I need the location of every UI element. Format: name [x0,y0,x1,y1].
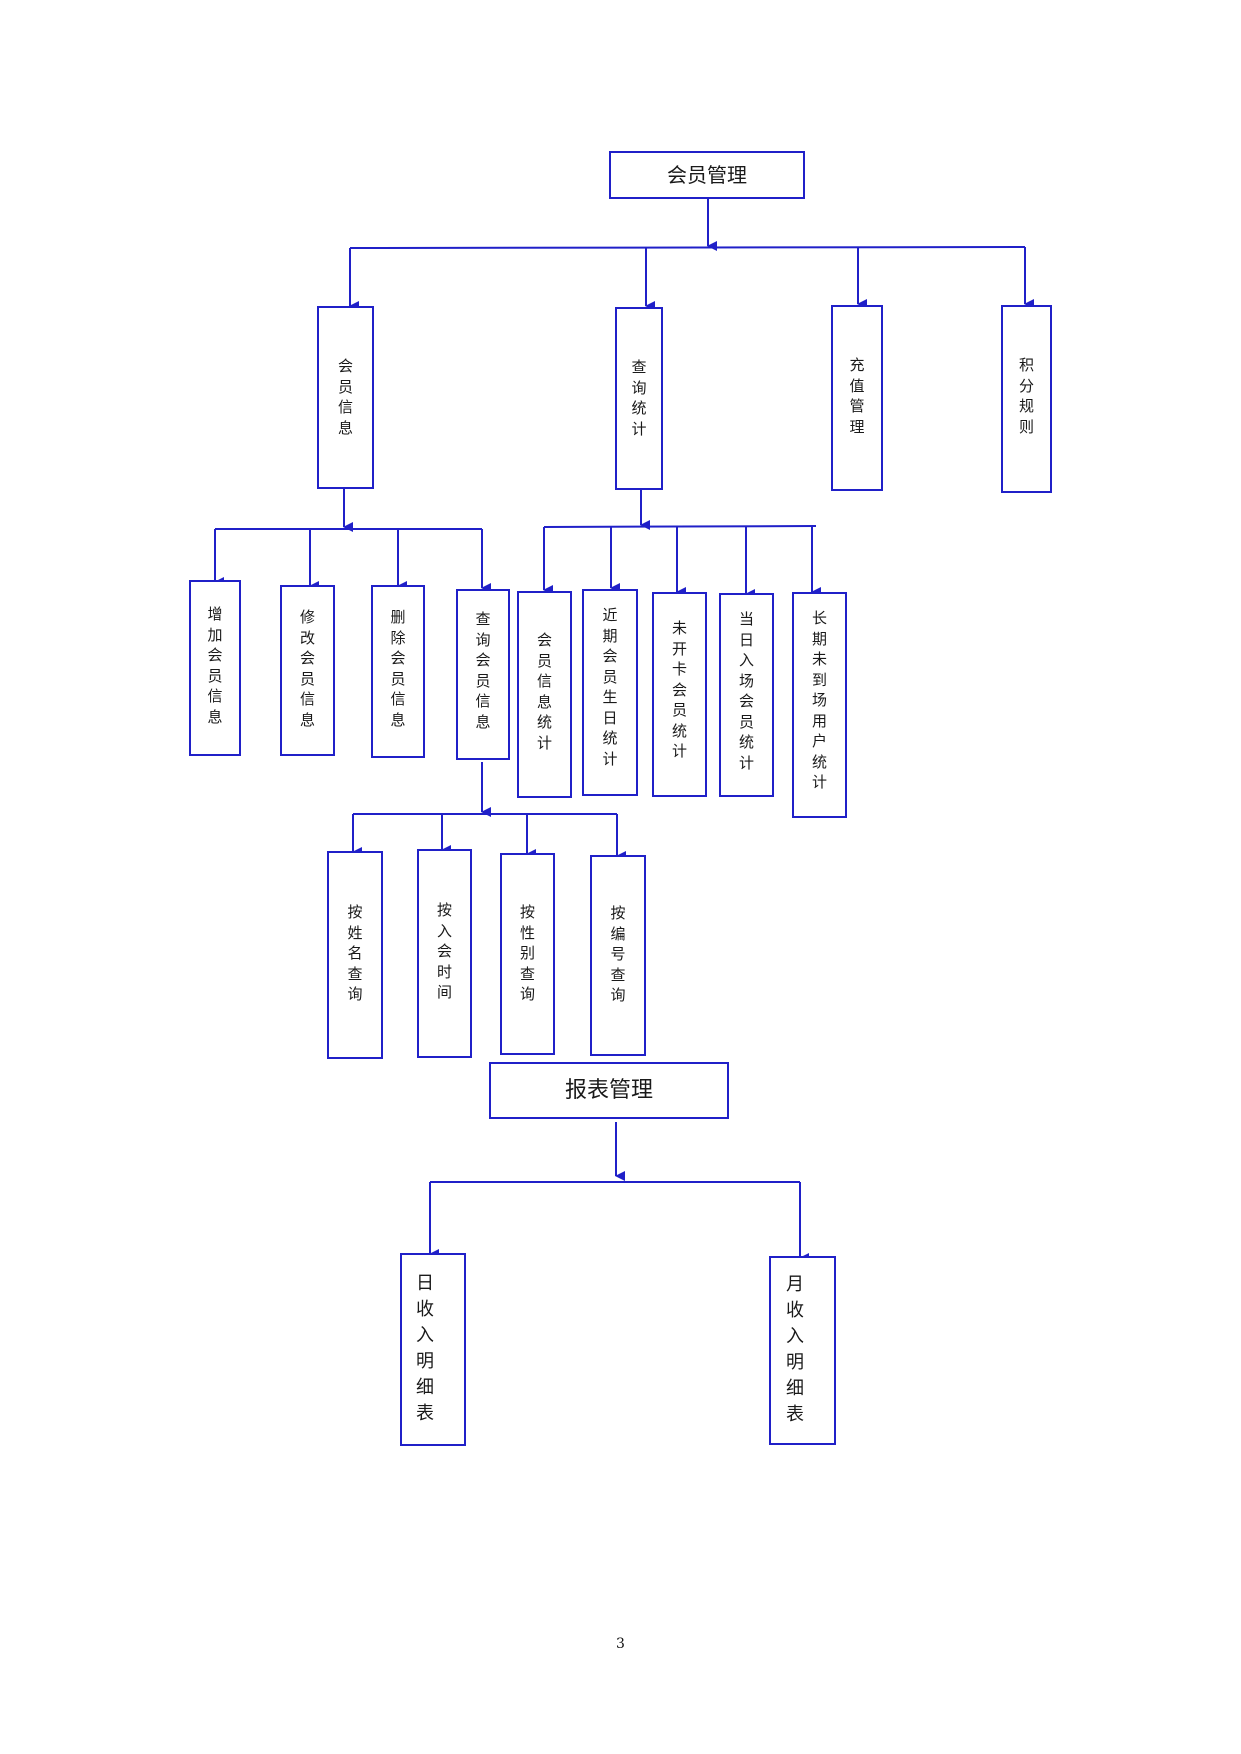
node-label: 近 期 会 员 生 日 统 计 [602,606,618,768]
node-label: 修 改 会 员 信 息 [299,608,315,729]
page-number: 3 [616,1636,625,1652]
node-recent-birthday-stats: 近 期 会 员 生 日 统 计 [582,589,638,796]
node-label: 日 收 入 明 细 表 [416,1273,434,1424]
node-modify-member-info: 修 改 会 员 信 息 [280,585,335,756]
node-label: 报表管理 [564,1078,653,1103]
node-label: 查 询 统 计 [631,358,647,438]
node-label: 当 日 入 场 会 员 统 计 [738,610,754,772]
node-label: 按 性 别 查 询 [519,903,535,1003]
node-delete-member-info: 删 除 会 员 信 息 [371,585,425,758]
node-daily-income: 日 收 入 明 细 表 [400,1253,466,1446]
node-query-by-name: 按 姓 名 查 询 [327,851,383,1059]
node-label: 按 姓 名 查 询 [347,903,363,1003]
node-query-member-info: 查 询 会 员 信 息 [456,589,510,760]
connector-lines [214,198,1034,1263]
node-label: 按 编 号 查 询 [610,904,626,1004]
node-label: 会 员 信 息 统 计 [536,631,552,752]
node-label: 按 入 会 时 间 [436,901,452,1001]
node-query-by-number: 按 编 号 查 询 [590,855,646,1056]
node-label: 会 员 信 息 [337,357,353,437]
node-points-rules: 积 分 规 则 [1001,305,1052,493]
node-label: 长 期 未 到 场 用 户 统 计 [811,609,827,791]
node-query-by-join-time: 按 入 会 时 间 [417,849,472,1058]
node-report-management: 报表管理 [489,1062,729,1119]
node-label: 查 询 会 员 信 息 [475,610,491,731]
node-add-member-info: 增 加 会 员 信 息 [189,580,241,756]
node-query-statistics: 查 询 统 计 [615,307,663,490]
node-label: 未 开 卡 会 员 统 计 [671,619,687,760]
node-label: 会员管理 [667,163,747,187]
node-monthly-income: 月 收 入 明 细 表 [769,1256,836,1445]
node-member-info: 会 员 信 息 [317,306,374,489]
node-label: 充 值 管 理 [849,356,865,436]
node-membership-management: 会员管理 [609,151,805,199]
node-label: 积 分 规 则 [1018,356,1034,436]
node-label: 删 除 会 员 信 息 [390,608,406,729]
node-recharge-management: 充 值 管 理 [831,305,883,491]
node-member-info-stats: 会 员 信 息 统 计 [517,591,572,798]
node-today-entry-stats: 当 日 入 场 会 员 统 计 [719,593,774,797]
node-unactivated-card-stats: 未 开 卡 会 员 统 计 [652,592,707,797]
node-query-by-gender: 按 性 别 查 询 [500,853,555,1055]
node-long-absent-stats: 长 期 未 到 场 用 户 统 计 [792,592,847,818]
node-label: 增 加 会 员 信 息 [207,605,223,726]
node-label: 月 收 入 明 细 表 [786,1274,804,1425]
